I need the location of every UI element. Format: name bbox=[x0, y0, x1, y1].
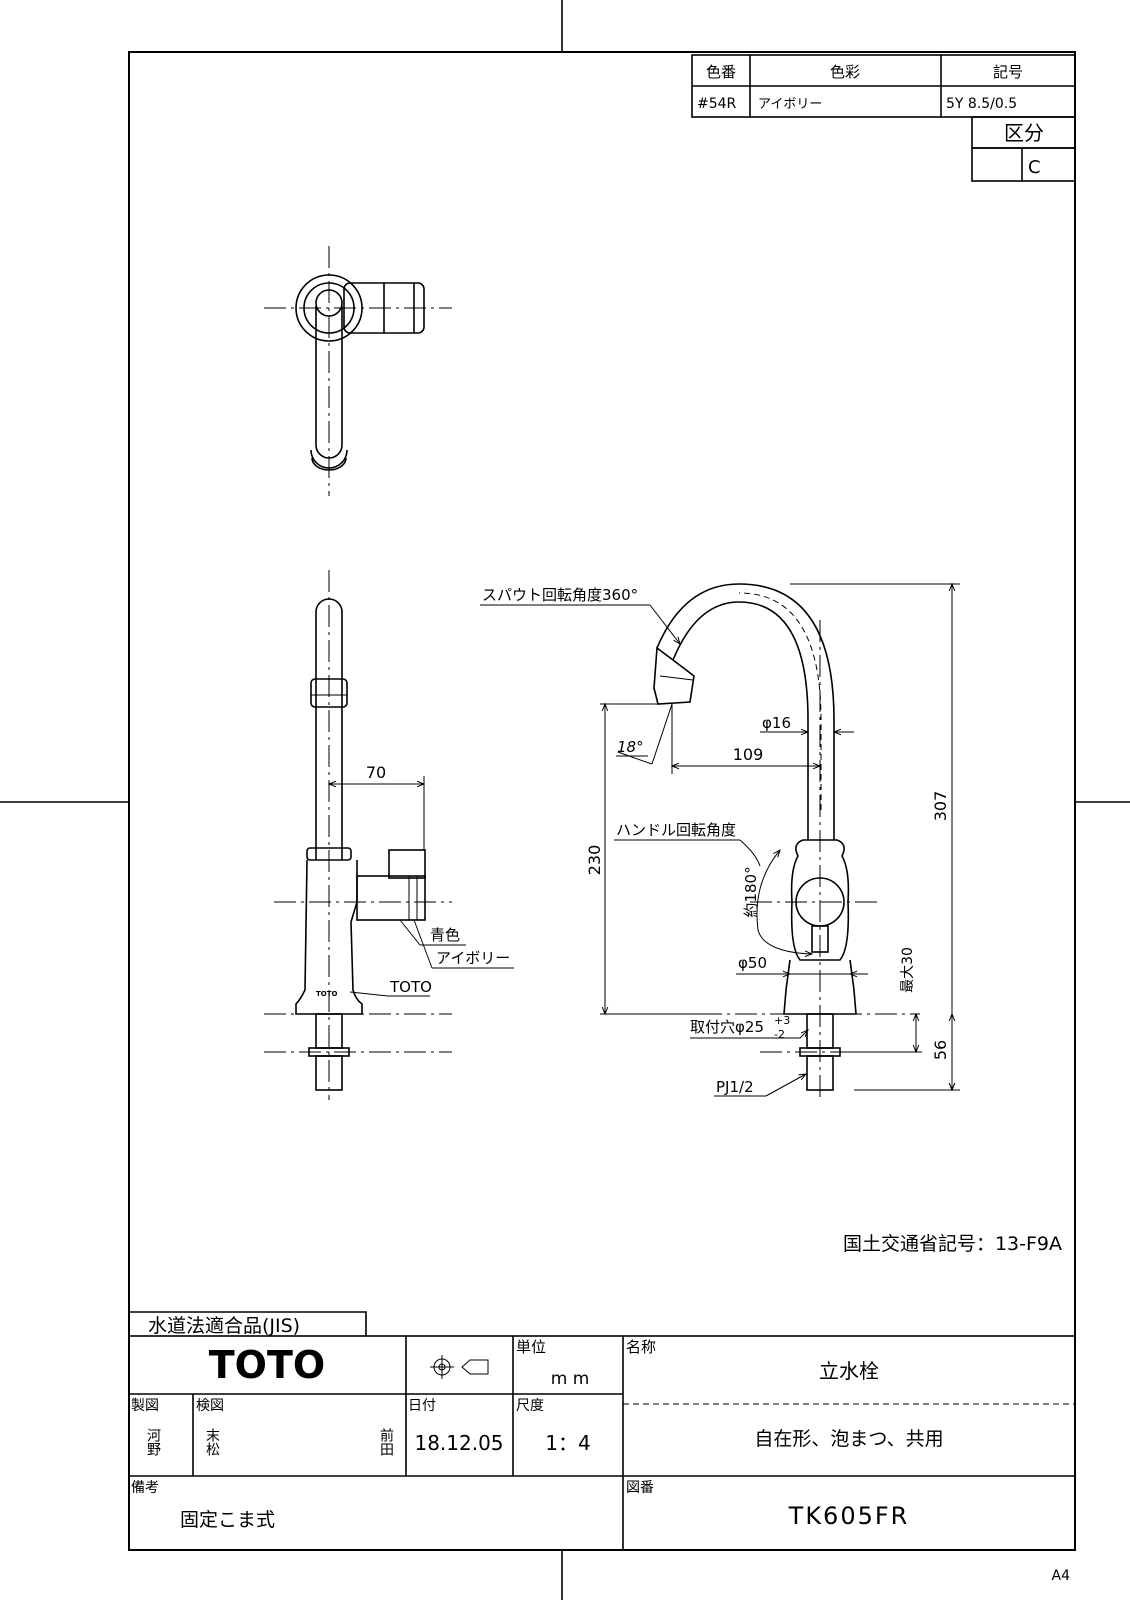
color-table-value-symbol: 5Y 8.5/0.5 bbox=[946, 96, 1017, 112]
date-label: 日付 bbox=[408, 1398, 436, 1414]
color-table-header-color: 色彩 bbox=[830, 63, 860, 81]
jis-label-box: 水道法適合品(JIS) bbox=[129, 1311, 367, 1337]
dim-109: 109 bbox=[733, 745, 764, 764]
scale-value: 1：4 bbox=[545, 1431, 590, 1455]
jis-label: 水道法適合品(JIS) bbox=[148, 1315, 300, 1337]
top-view bbox=[264, 246, 452, 496]
label-toto: TOTO bbox=[389, 978, 432, 996]
label-tolerance-minus: -2 bbox=[774, 1028, 785, 1041]
dim-230: 230 bbox=[585, 845, 604, 876]
checked-name-1: 末松 bbox=[204, 1428, 220, 1456]
dim-phi16: φ16 bbox=[762, 714, 791, 732]
label-spout-rotation: スパウト回転角度360° bbox=[482, 586, 638, 604]
front-view: 70 青色 アイボリー TOTO TOTO bbox=[264, 570, 514, 1100]
drawing-no-label: 図番 bbox=[626, 1480, 654, 1496]
label-tolerance-plus: +3 bbox=[774, 1014, 790, 1027]
unit-value: m m bbox=[551, 1369, 590, 1389]
paper-size: A4 bbox=[1052, 1568, 1071, 1584]
side-view: 307 230 109 18° φ16 スパウト回転角度360° ハンドル回転角… bbox=[480, 582, 960, 1100]
description: 自在形、泡まつ、共用 bbox=[754, 1428, 943, 1450]
kubun-value: C bbox=[1028, 157, 1041, 178]
drawn-label: 製図 bbox=[131, 1398, 159, 1414]
drawing-no-value: TK605FR bbox=[788, 1502, 910, 1530]
label-approx-180: 約180° bbox=[742, 866, 760, 917]
projection-symbol bbox=[430, 1355, 489, 1379]
color-table-header-symbol: 記号 bbox=[993, 63, 1023, 81]
label-ivory: アイボリー bbox=[436, 949, 510, 967]
label-max30: 最大30 bbox=[900, 947, 916, 993]
label-blue: 青色 bbox=[430, 926, 460, 944]
unit-label: 単位 bbox=[516, 1338, 546, 1356]
notes-value: 固定こま式 bbox=[180, 1509, 275, 1531]
dim-70: 70 bbox=[366, 763, 386, 782]
date-value: 18.12.05 bbox=[414, 1431, 503, 1455]
name-label: 名称 bbox=[626, 1338, 656, 1356]
label-handle-rotation: ハンドル回転角度 bbox=[616, 821, 736, 839]
name-value: 立水栓 bbox=[819, 1359, 879, 1383]
kubun-label: 区分 bbox=[1004, 121, 1044, 145]
dim-18deg: 18° bbox=[617, 738, 644, 756]
toto-mark: TOTO bbox=[316, 990, 338, 998]
drawn-name: 河野 bbox=[145, 1428, 161, 1456]
color-table-header-no: 色番 bbox=[706, 63, 736, 81]
toto-logo: TOTO bbox=[209, 1343, 325, 1387]
label-pj: PJ1/2 bbox=[716, 1078, 754, 1096]
dim-307: 307 bbox=[931, 791, 950, 822]
checked-name-2: 前田 bbox=[378, 1427, 394, 1456]
dim-56: 56 bbox=[931, 1040, 950, 1060]
notes-label: 備考 bbox=[131, 1480, 159, 1496]
checked-label: 検図 bbox=[196, 1398, 224, 1414]
dim-phi50: φ50 bbox=[738, 954, 767, 972]
scale-label: 尺度 bbox=[516, 1398, 544, 1414]
mlit-code: 国土交通省記号：13-F9A bbox=[843, 1233, 1062, 1255]
color-table: 色番 色彩 記号 #54R アイボリー 5Y 8.5/0.5 区分 C bbox=[691, 54, 1076, 182]
color-table-value-color: アイボリー bbox=[758, 97, 822, 112]
color-table-value-no: #54R bbox=[697, 96, 737, 112]
title-block: TOTO 単位 m m 名称 立水栓 製図 河野 検図 末松 前田 日付 18.… bbox=[128, 1335, 1076, 1551]
label-mounting-hole: 取付穴φ25 bbox=[690, 1018, 764, 1036]
